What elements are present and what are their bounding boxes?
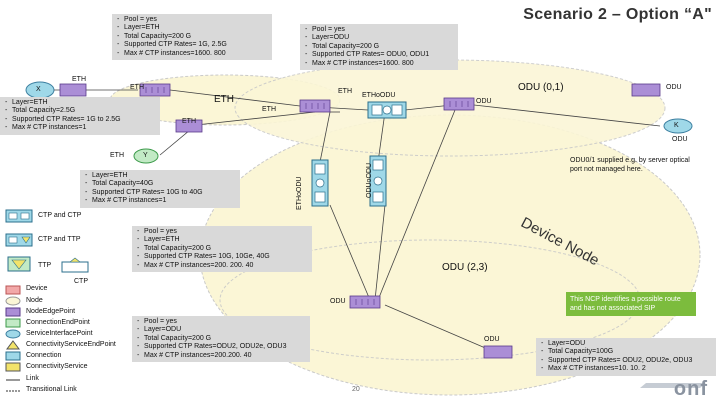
info-box-line: Layer=ETH xyxy=(137,236,308,245)
eth-o-odu-h-label: ETHoODU xyxy=(362,92,396,99)
info-box-line: Supported CTP Rates= 1G, 2.5G xyxy=(117,41,268,50)
eth-top-label: ETH xyxy=(130,84,144,91)
legend-item: NodeEdgePoint xyxy=(26,308,76,315)
odu23-label: ODU (2,3) xyxy=(442,262,488,273)
legend-swatches xyxy=(5,285,21,392)
info-box-line: Max # CTP instances=200.200. 40 xyxy=(137,352,306,361)
legend-ctp-and-ctp: CTP and CTP xyxy=(38,212,82,219)
info-box-line: Pool = yes xyxy=(137,228,308,237)
info-box-line: Max # CTP instances=1600. 800 xyxy=(117,50,268,59)
legend-item: Transitional Link xyxy=(26,386,77,393)
eth-x-label: ETH xyxy=(72,76,86,83)
info-box-line: Supported CTP Rates= ODU2, ODU2e, ODU3 xyxy=(541,357,712,366)
eth-right-label: ETH xyxy=(262,106,276,113)
eth-left-node-label: ETH xyxy=(182,118,196,125)
info-box-line: Supported CTP Rates= 1G to 2.5G xyxy=(5,116,156,125)
legend-item: ConnectivityServiceEndPoint xyxy=(26,341,116,348)
info-box-line: Max # CTP instances=1600. 800 xyxy=(305,60,454,69)
legend-item: Link xyxy=(26,375,39,382)
odu-far-label: ODU xyxy=(666,84,682,91)
info-box-line: Layer=ETH xyxy=(117,24,268,33)
x-label: X xyxy=(36,86,41,93)
info-box-line: Layer=ETH xyxy=(5,99,156,108)
info-box-line: Layer=ETH xyxy=(85,172,236,181)
legend-item: ConnectionEndPoint xyxy=(26,319,90,326)
page-number: 20 xyxy=(352,386,360,393)
info-box-middle-left: Layer=ETHTotal Capacity=40GSupported CTP… xyxy=(80,170,240,208)
y-node-ellipse xyxy=(133,148,159,164)
info-box-line: Total Capacity=2.5G xyxy=(5,107,156,116)
info-box-line: Supported CTP Rates=ODU2, ODU2e, ODU3 xyxy=(137,343,306,352)
info-box-line: Supported CTP Rates= ODU0, ODU1 xyxy=(305,51,454,60)
nep-odu-right xyxy=(631,83,661,97)
legend-ctp: CTP xyxy=(74,278,88,285)
info-box-line: Total Capacity=200 G xyxy=(137,245,308,254)
info-box-bottom-center: Pool = yesLayer=ODUTotal Capacity=200 GS… xyxy=(132,316,310,363)
info-box-line: Max # CTP instances=200. 200. 40 xyxy=(137,262,308,271)
onf-logo: onf xyxy=(673,378,708,400)
legend-item: Node xyxy=(26,297,43,304)
k-node-ellipse xyxy=(663,118,693,134)
eth-o-odu-v-label: ETHoODU xyxy=(296,176,303,210)
odu1-note: ODU0/1 supplied e.g. by server optical p… xyxy=(570,157,690,173)
ncp-note: This NCP identifies a possible route and… xyxy=(566,292,696,316)
info-box-top-right: Pool = yesLayer=ODUTotal Capacity=200 GS… xyxy=(300,24,458,71)
legend-ttp: TTP xyxy=(38,262,52,269)
odu-h-label: ODU xyxy=(476,98,492,105)
info-box-line: Max # CTP instances=1 xyxy=(85,197,236,206)
info-box-line: Total Capacity=40G xyxy=(85,180,236,189)
legend-item: ConnectivityService xyxy=(26,363,88,370)
page-title: Scenario 2 – Option “A" xyxy=(523,6,712,23)
nep-eth-top xyxy=(139,83,171,97)
info-box-left: Layer=ETHTotal Capacity=2.5GSupported CT… xyxy=(0,97,160,135)
odu-k-label: ODU xyxy=(672,136,688,143)
legend-ctp-and-ttp: CTP and TTP xyxy=(38,236,81,243)
info-box-line: Total Capacity=200 G xyxy=(305,43,454,52)
odu-bottom-left-label: ODU xyxy=(330,298,346,305)
info-box-line: Layer=ODU xyxy=(541,340,712,349)
info-box-line: Max # CTP instances=1 xyxy=(5,124,156,133)
legend-item: ServiceInterfacePoint xyxy=(26,330,93,337)
odu-o-odu-v-label: ODUoODU xyxy=(366,162,373,198)
info-box-bottom-right: Layer=ODUTotal Capacity=100GSupported CT… xyxy=(536,338,716,376)
info-box-line: Pool = yes xyxy=(305,26,454,35)
nep-eth-x xyxy=(59,83,87,97)
k-label: K xyxy=(674,122,679,129)
info-box-center: Pool = yesLayer=ETHTotal Capacity=200 GS… xyxy=(132,226,312,273)
info-box-line: Total Capacity=200 G xyxy=(117,33,268,42)
onf-logo-shape xyxy=(640,383,706,388)
info-box-line: Supported CTP Rates= 10G to 40G xyxy=(85,189,236,198)
info-box-line: Pool = yes xyxy=(117,16,268,25)
info-box-top-left: Pool = yesLayer=ETHTotal Capacity=200 GS… xyxy=(112,14,272,61)
legend-symbols xyxy=(5,209,89,273)
nep-odu-bottom-right xyxy=(483,345,513,359)
info-box-line: Total Capacity=100G xyxy=(541,348,712,357)
nep-odu-top xyxy=(443,97,475,111)
info-box-line: Supported CTP Rates= 10G, 10Ge, 40G xyxy=(137,253,308,262)
info-box-line: Total Capacity=200 G xyxy=(137,335,306,344)
nep-eth-left xyxy=(175,119,203,133)
odu-bottom-right-label: ODU xyxy=(484,336,500,343)
eth-center-label: ETH xyxy=(214,94,234,105)
info-box-line: Layer=ODU xyxy=(137,326,306,335)
info-box-line: Pool = yes xyxy=(137,318,306,327)
nep-odu-bottom-left xyxy=(349,295,381,309)
y-label: Y xyxy=(143,152,148,159)
eth-top2-label: ETH xyxy=(338,88,352,95)
legend-item: Connection xyxy=(26,352,62,359)
nep-eth-center xyxy=(299,99,331,113)
legend-item: Device xyxy=(26,285,48,292)
info-box-line: Max # CTP instances=10. 10. 2 xyxy=(541,365,712,374)
info-box-line: Layer=ODU xyxy=(305,34,454,43)
odu01-label: ODU (0,1) xyxy=(518,82,564,93)
eth-y-label: ETH xyxy=(110,152,124,159)
